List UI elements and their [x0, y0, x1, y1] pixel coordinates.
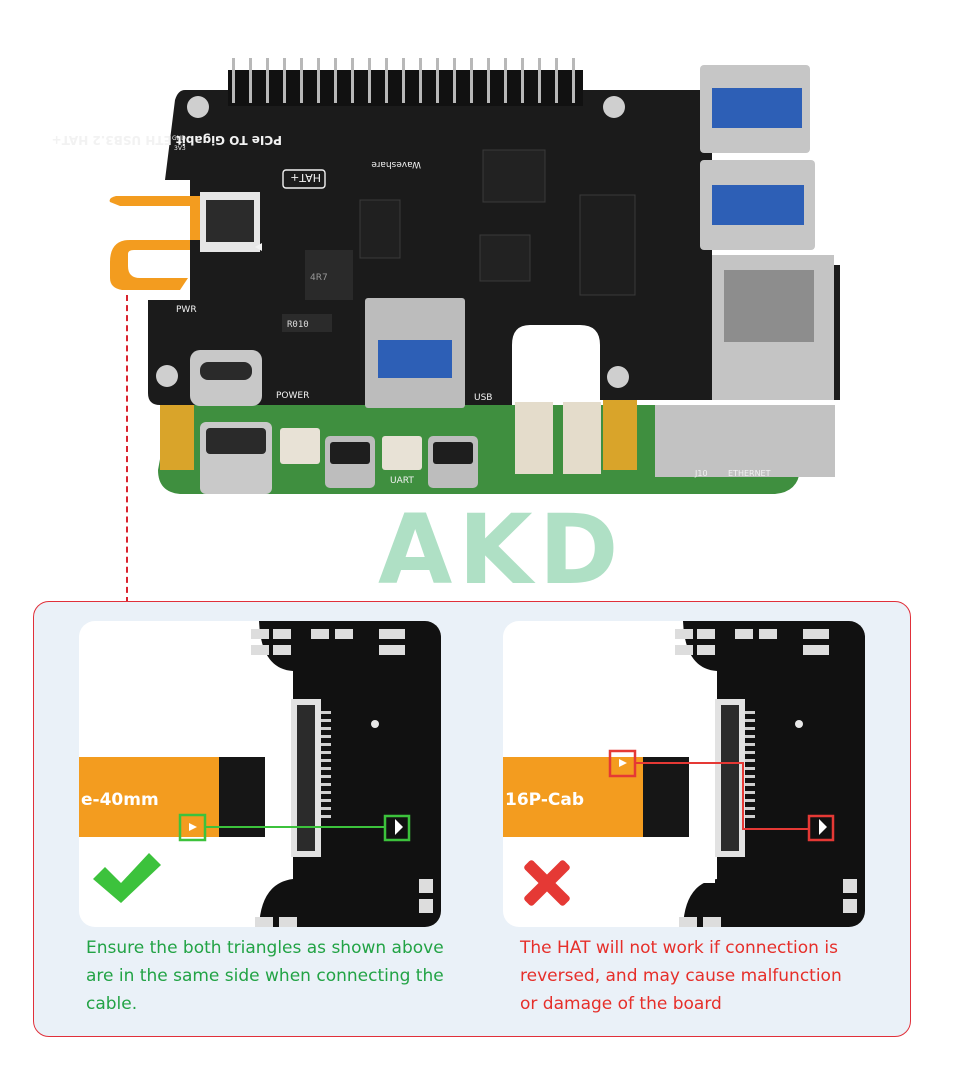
- ffc-cable: 40mm: [109, 196, 200, 290]
- 3v3-label: 3V3: [174, 145, 186, 152]
- connector-triangle-highlight: [383, 814, 411, 842]
- ethernet-label: ETHERNET: [728, 469, 771, 478]
- wrong-connection-caption: The HAT will not work if connection is r…: [520, 934, 900, 1018]
- caption-line: cable.: [86, 994, 138, 1014]
- product-photo: UART J10 ETHERNET PCIe TO Gigabit ET: [52, 58, 840, 600]
- usb-label: USB: [474, 393, 492, 403]
- connector-triangle-highlight: [807, 814, 835, 842]
- svg-text:AKD: AKD: [378, 494, 624, 600]
- uart-label: UART: [390, 476, 414, 486]
- error-x-icon: [524, 860, 570, 906]
- inductor-label: 4R7: [310, 273, 328, 283]
- board-triangle-marker: [255, 243, 262, 251]
- caption-line: are in the same side when connecting the: [86, 966, 444, 986]
- cable-length-label: 40mm: [120, 213, 158, 226]
- raspberry-pi-board: UART J10 ETHERNET: [158, 402, 835, 494]
- cable-print: 16P-Cab: [505, 790, 584, 810]
- watermark-logo: AKD: [378, 494, 624, 600]
- cable-print: e-40mm: [81, 790, 159, 810]
- caption-line: The HAT will not work if connection is: [520, 938, 838, 958]
- board-title-silkscreen: PCIe TO Gigabit ETH USB3.2 HAT+: [52, 133, 282, 147]
- wrong-connection-photo: 16P-Cab: [503, 621, 865, 927]
- hat-badge: HAT+: [290, 171, 321, 184]
- gnd-label: GND: [172, 135, 186, 142]
- resistor-label: R010: [287, 320, 309, 330]
- connection-guide-panel: e-40mm: [33, 601, 911, 1037]
- correct-connection-photo: e-40mm: [79, 621, 441, 927]
- power-label: POWER: [276, 391, 309, 401]
- pwr-label: PWR: [176, 305, 197, 315]
- caption-line: reversed, and may cause malfunction: [520, 966, 842, 986]
- j10-label: J10: [694, 469, 708, 478]
- hat-board: PCIe TO Gigabit ETH USB3.2 HAT+ Waveshar…: [52, 58, 840, 408]
- callout-dashed-line: [126, 295, 128, 603]
- caption-line: or damage of the board: [520, 994, 722, 1014]
- caption-line: Ensure the both triangles as shown above: [86, 938, 444, 958]
- usb-ethernet-ports: [700, 65, 834, 400]
- correct-connection-caption: Ensure the both triangles as shown above…: [86, 934, 466, 1018]
- brand-silkscreen: Waveshare: [371, 159, 421, 169]
- checkmark-icon: [93, 853, 161, 903]
